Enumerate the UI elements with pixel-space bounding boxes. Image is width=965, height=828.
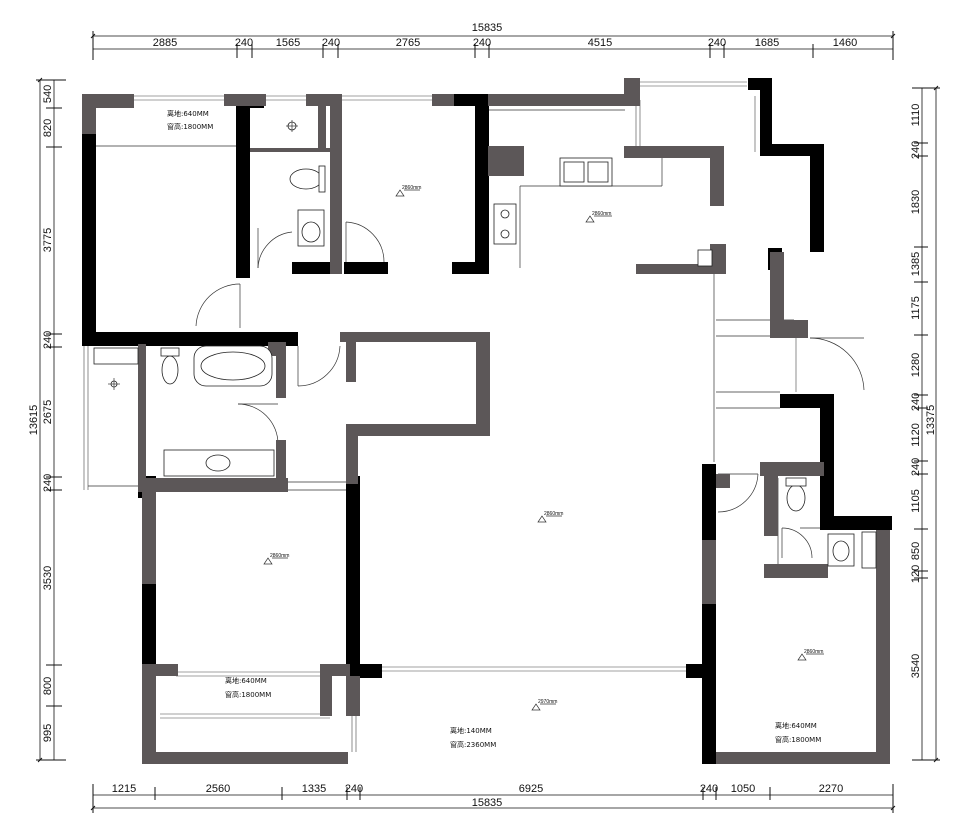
dim-left-9: 995 — [42, 724, 54, 742]
window-note-height: 窗高:2360MM — [450, 740, 496, 749]
svg-text:2860mm: 2860mm — [544, 511, 563, 517]
dim-top-10: 1460 — [833, 37, 857, 49]
stove-icon — [493, 203, 517, 245]
shower-icon — [861, 531, 877, 569]
dim-top-1: 2885 — [153, 37, 177, 49]
dim-bottom-3: 1335 — [302, 783, 326, 795]
dim-right-8: 1120 — [910, 423, 922, 447]
dim-right-10: 1105 — [910, 489, 922, 513]
bathtub-icon — [193, 345, 273, 387]
dim-top-2: 240 — [235, 37, 253, 49]
dim-bottom-7: 1050 — [731, 783, 755, 795]
dim-right-13: 3540 — [910, 654, 922, 678]
basin-icon — [827, 533, 855, 567]
window-note-height: 窗高:1800MM — [775, 735, 821, 744]
dim-left-6: 240 — [42, 474, 54, 492]
dim-left-4: 240 — [42, 331, 54, 349]
dim-left-7: 3530 — [42, 566, 54, 590]
dim-right-4: 1385 — [910, 252, 922, 276]
dim-bottom-1: 1215 — [112, 783, 136, 795]
level-marker: 2860mm — [395, 185, 421, 197]
basin-counter-icon — [163, 449, 275, 477]
dim-top-8: 240 — [708, 37, 726, 49]
dim-bottom-4: 240 — [345, 783, 363, 795]
dim-right-12: 120 — [910, 565, 922, 583]
dim-bottom-8: 2270 — [819, 783, 843, 795]
dim-left-5: 2675 — [42, 400, 54, 424]
floor-drain-icon — [108, 378, 120, 390]
dim-top-9: 1685 — [755, 37, 779, 49]
dim-left-3: 3775 — [42, 228, 54, 252]
dim-left-total: 13615 — [28, 405, 40, 436]
dim-bottom-2: 2560 — [206, 783, 230, 795]
kitchen-sink-icon — [559, 157, 613, 187]
appliance-icon — [697, 249, 713, 267]
svg-text:2860mm: 2860mm — [592, 211, 611, 217]
window-note-sill: 离地:640MM — [775, 721, 817, 730]
shower-tray-icon — [93, 347, 139, 365]
dim-right-2: 240 — [910, 141, 922, 159]
dim-top-4: 240 — [322, 37, 340, 49]
window-notes: 离地:640MM 窗高:1800MM 离地:640MM 窗高:1800MM 离地… — [167, 109, 821, 749]
level-marker: 2860mm — [263, 553, 289, 565]
level-marker: 2860mm — [797, 649, 824, 661]
window-note-sill: 离地:140MM — [450, 726, 492, 735]
bottom-dimension-chain: 1215 2560 1335 240 6925 240 1050 2270 15… — [90, 783, 896, 813]
dim-right-total: 13375 — [925, 405, 937, 436]
svg-text:2860mm: 2860mm — [270, 553, 289, 559]
window-note-sill: 离地:640MM — [167, 109, 209, 118]
dim-right-6: 1280 — [910, 353, 922, 377]
right-dimension-chain: 1110 240 1830 1385 1175 1280 240 1120 24… — [910, 85, 940, 763]
dim-left-1: 540 — [42, 85, 54, 103]
dim-right-7: 240 — [910, 393, 922, 411]
dim-bottom-6: 240 — [700, 783, 718, 795]
partition-walls — [82, 78, 890, 764]
toilet-icon — [785, 477, 807, 512]
dim-top-total: 15835 — [472, 22, 503, 34]
floor-drain-icon — [286, 120, 298, 132]
toilet-icon — [160, 347, 180, 385]
doors — [195, 221, 865, 559]
dim-right-9: 240 — [910, 458, 922, 476]
dim-right-11: 850 — [910, 542, 922, 560]
top-dimension-chain: 15835 2885 240 1565 240 2765 240 4515 24… — [90, 22, 896, 60]
dim-right-1: 1110 — [910, 104, 922, 127]
ceiling-level-markers: 2860mm 2860mm 2860mm 2860mm 2860mm 2970m… — [263, 185, 824, 711]
dim-top-5: 2765 — [396, 37, 420, 49]
dim-bottom-5: 6925 — [519, 783, 543, 795]
dim-bottom-total: 15835 — [472, 797, 503, 809]
window-note-sill: 离地:640MM — [225, 676, 267, 685]
dim-right-3: 1830 — [910, 190, 922, 214]
fixtures — [93, 120, 877, 569]
dim-top-6: 240 — [473, 37, 491, 49]
dim-left-2: 820 — [42, 119, 54, 137]
svg-text:2970mm: 2970mm — [538, 699, 557, 705]
left-dimension-chain: 13615 540 820 3775 240 2675 240 3530 800… — [28, 77, 66, 763]
svg-text:2860mm: 2860mm — [804, 649, 823, 655]
dim-right-5: 1175 — [910, 296, 922, 320]
basin-icon — [297, 209, 325, 247]
dim-top-7: 4515 — [588, 37, 612, 49]
window-note-height: 窗高:1800MM — [225, 690, 271, 699]
level-marker: 2860mm — [585, 211, 612, 223]
toilet-icon — [289, 165, 326, 193]
svg-text:2860mm: 2860mm — [402, 185, 421, 191]
dim-top-3: 1565 — [276, 37, 300, 49]
level-marker: 2860mm — [537, 511, 563, 523]
level-marker: 2970mm — [531, 699, 557, 711]
dim-left-8: 800 — [42, 677, 54, 695]
window-note-height: 窗高:1800MM — [167, 122, 213, 131]
